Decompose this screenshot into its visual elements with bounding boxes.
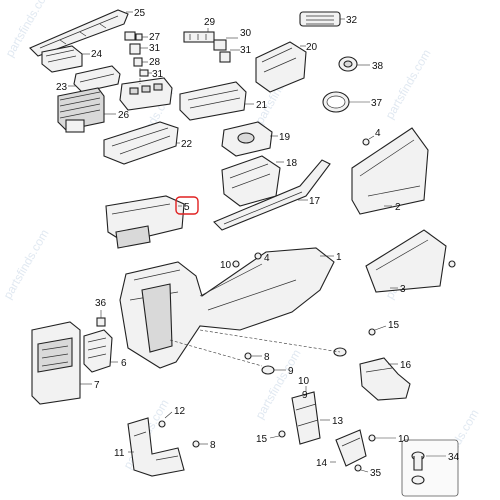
callout-31: 31 xyxy=(152,69,164,80)
watermark: partsfinds.com xyxy=(0,227,51,302)
callout-11: 11 xyxy=(114,448,125,459)
callout-26: 26 xyxy=(118,110,130,121)
callout-27: 27 xyxy=(149,32,161,43)
callout-4: 4 xyxy=(375,128,381,139)
part-1-console-body xyxy=(119,247,335,369)
callout-21: 21 xyxy=(256,100,268,111)
watermark: partsfinds.com xyxy=(382,47,433,122)
callout-3: 3 xyxy=(400,284,406,295)
callout-32: 32 xyxy=(346,15,358,26)
callout-9: 9 xyxy=(288,366,294,377)
callout-13: 13 xyxy=(332,416,344,427)
callout-labels: 25 29 32 27 30 20 24 31 31 28 38 31 23 2… xyxy=(56,8,460,479)
callout-20: 20 xyxy=(306,42,318,53)
part-4-screw xyxy=(254,252,262,260)
callout-4: 4 xyxy=(264,253,270,264)
part-26-control-unit xyxy=(57,87,105,133)
part-35-screw xyxy=(354,464,362,472)
part-38-plug xyxy=(338,56,358,72)
part-10-screw xyxy=(232,260,240,268)
part-8-clip xyxy=(192,440,200,448)
part-28-clip xyxy=(133,57,143,67)
part-3-side-panel xyxy=(365,229,447,293)
callout-8: 8 xyxy=(264,352,270,363)
callout-14: 14 xyxy=(316,458,328,469)
callout-18: 18 xyxy=(286,158,298,169)
callout-34: 34 xyxy=(448,452,460,463)
callout-9: 9 xyxy=(302,390,308,401)
callout-29: 29 xyxy=(204,17,216,28)
callout-12: 12 xyxy=(174,406,186,417)
callout-23: 23 xyxy=(56,82,68,93)
callout-22: 22 xyxy=(181,139,193,150)
callout-8: 8 xyxy=(210,440,216,451)
part-11-bracket xyxy=(127,417,185,477)
callout-28: 28 xyxy=(149,57,161,68)
part-27-clip xyxy=(124,31,143,41)
callout-17: 17 xyxy=(309,196,321,207)
part-24-module xyxy=(41,45,83,73)
part-23-switch-panel xyxy=(119,77,173,111)
part-7-rear-panel xyxy=(31,321,81,405)
part-15-screw xyxy=(368,328,376,336)
callout-30: 30 xyxy=(240,28,252,39)
callout-37: 37 xyxy=(371,98,383,109)
callout-24: 24 xyxy=(91,49,103,60)
callout-2: 2 xyxy=(395,202,401,213)
part-31-clip xyxy=(139,69,149,77)
part-34-fastener-box xyxy=(401,439,459,497)
callout-16: 16 xyxy=(400,360,412,371)
part-22-console-tray xyxy=(103,121,179,165)
part-5-armrest-lid xyxy=(105,195,185,249)
part-21-bezel xyxy=(179,81,247,121)
part-36-clip xyxy=(96,317,106,327)
part-9-cap xyxy=(261,365,275,375)
callout-1: 1 xyxy=(336,252,342,263)
part-19-shifter-base xyxy=(221,121,273,157)
part-37-ring xyxy=(322,91,350,113)
callout-5: 5 xyxy=(184,202,190,213)
callout-38: 38 xyxy=(372,61,384,72)
callout-19: 19 xyxy=(279,132,291,143)
part-6-rear-vent xyxy=(83,329,113,373)
part-30-clip xyxy=(213,39,227,51)
part-13-bracket xyxy=(291,391,321,445)
callout-35: 35 xyxy=(370,468,382,479)
part-2-side-panel xyxy=(351,127,429,215)
part-16-bracket xyxy=(359,357,411,401)
part-25-trim-strip xyxy=(29,9,129,57)
part-31-bracket xyxy=(129,43,141,55)
part-15-screw xyxy=(278,430,286,438)
part-20-storage-box xyxy=(255,41,307,93)
callout-36: 36 xyxy=(95,298,107,309)
callout-31: 31 xyxy=(240,45,252,56)
callout-25: 25 xyxy=(134,8,146,19)
part-33-tray xyxy=(73,65,121,93)
callout-31: 31 xyxy=(149,43,161,54)
part-17-side-trim xyxy=(213,159,331,231)
callout-10: 10 xyxy=(220,260,232,271)
part-29-switch xyxy=(183,31,215,43)
part-10-screw xyxy=(368,434,376,442)
part-4-screw xyxy=(448,260,456,268)
callout-7: 7 xyxy=(94,380,100,391)
callout-5-highlight xyxy=(175,196,199,215)
part-32-vent xyxy=(299,11,341,27)
callout-6: 6 xyxy=(121,358,127,369)
part-31-retainer xyxy=(219,51,231,63)
part-12-screw xyxy=(158,420,166,428)
callout-10: 10 xyxy=(398,434,410,445)
callout-15: 15 xyxy=(256,434,268,445)
callout-15: 15 xyxy=(388,320,400,331)
part-8-clip xyxy=(244,352,252,360)
part-14-bracket xyxy=(335,429,367,467)
part-4-screw xyxy=(362,138,370,146)
callout-10: 10 xyxy=(298,376,310,387)
